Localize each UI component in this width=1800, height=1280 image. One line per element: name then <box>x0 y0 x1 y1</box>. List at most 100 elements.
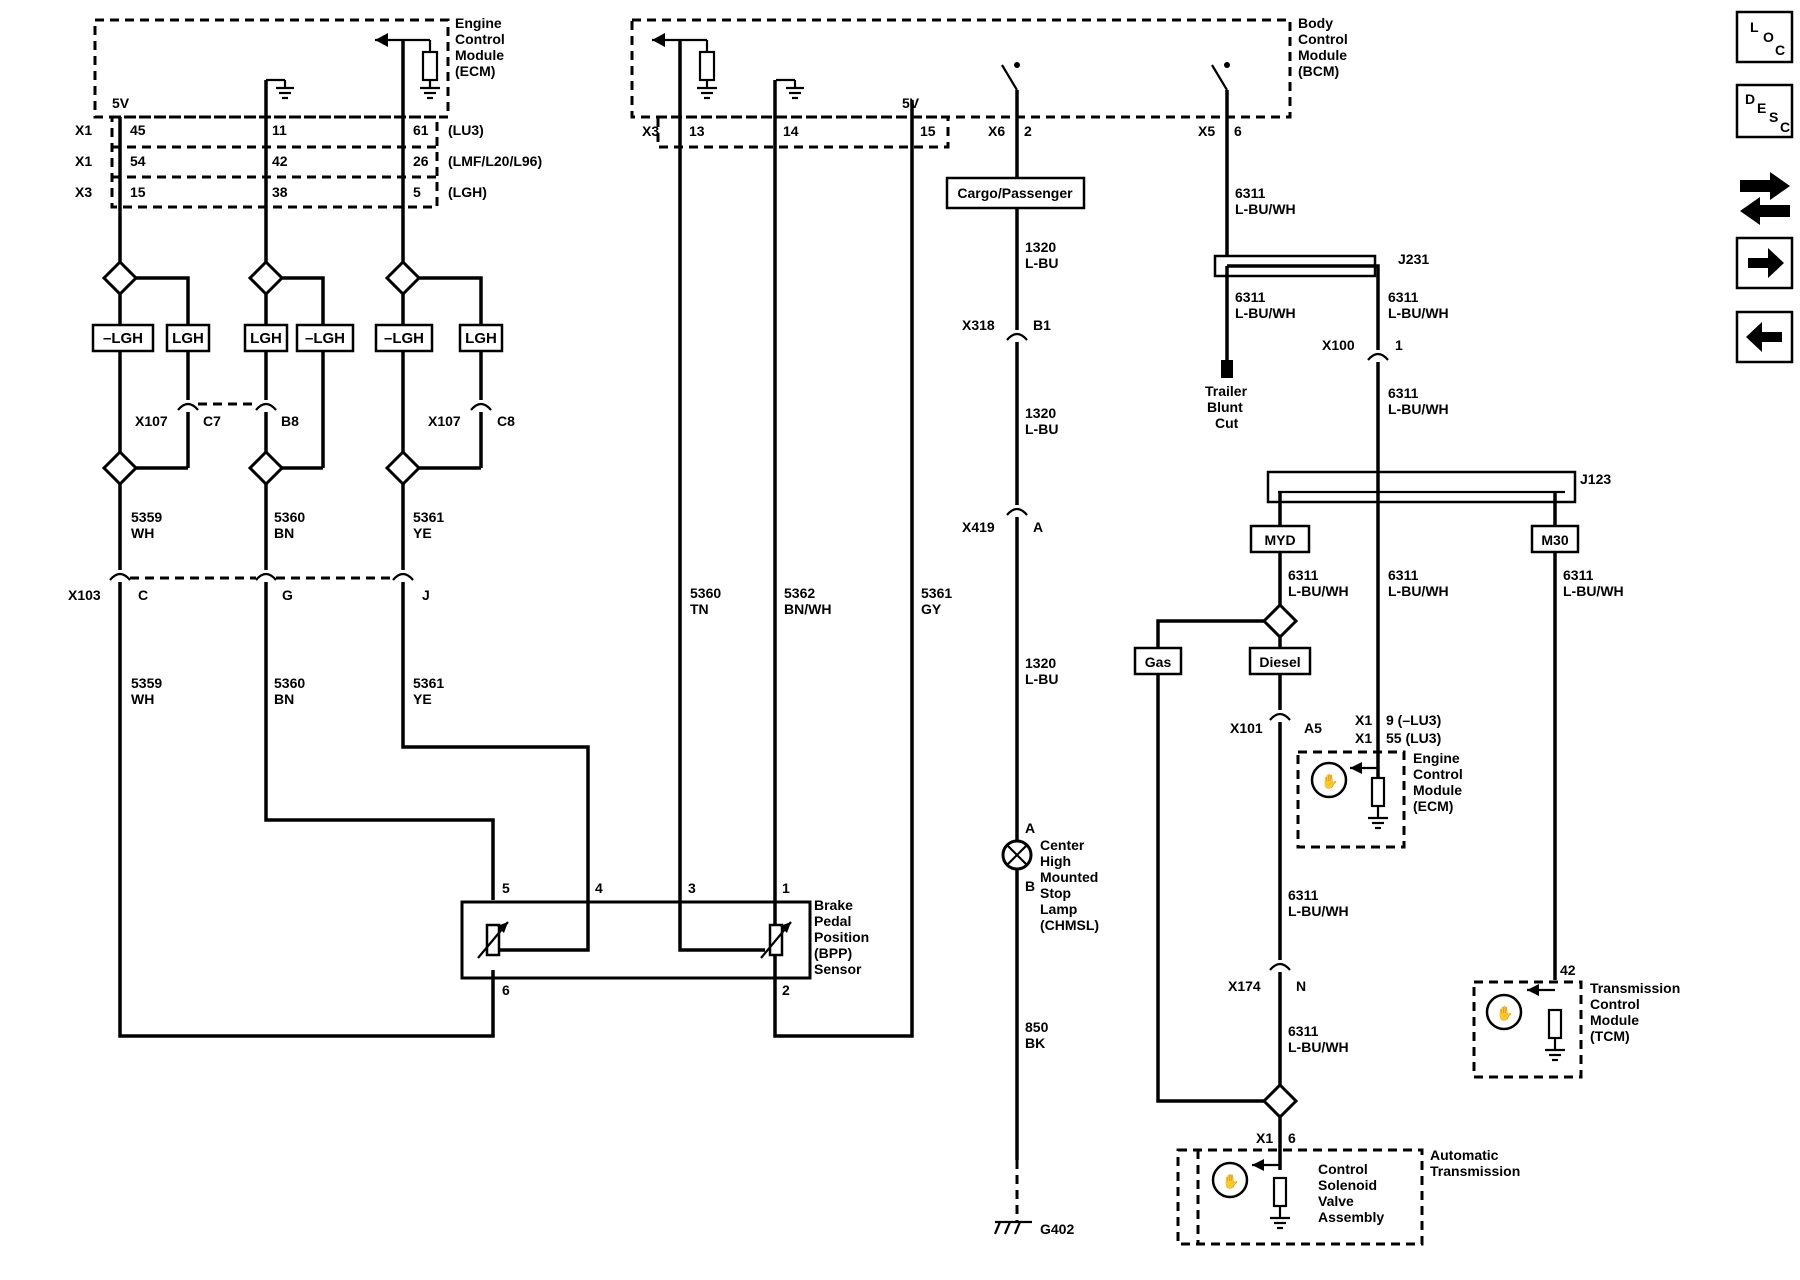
bcm-x3-label: X3 <box>642 123 659 139</box>
wire-6311-color-8: L-BU/WH <box>1288 903 1349 919</box>
nav-next-button[interactable] <box>1735 236 1794 290</box>
ecm-module: Engine Control Module (ECM) 5V X1 45 11 … <box>75 15 542 209</box>
wire-1320-num-3: 1320 <box>1025 655 1056 671</box>
wire-5361-color-2: YE <box>413 691 432 707</box>
option-diesel: Diesel <box>1259 654 1300 670</box>
hand-glyph-3: ✋ <box>1222 1173 1239 1189</box>
trans-conn: X1 <box>1256 1130 1273 1146</box>
trans-title-2: Transmission <box>1430 1163 1520 1179</box>
bpp-sensor: 5 4 3 1 6 2 Brake Pedal Position (BPP) S… <box>460 880 869 998</box>
trailer-label-2: Blunt <box>1207 399 1243 415</box>
bcm-title-4: (BCM) <box>1298 63 1339 79</box>
wire-5361-num-2: 5361 <box>413 675 444 691</box>
wire-5362-num: 5362 <box>784 585 815 601</box>
chmsl-label-1: Center <box>1040 837 1085 853</box>
option-not-lgh-3: –LGH <box>384 330 424 347</box>
wire-1320-color-2: L-BU <box>1025 421 1058 437</box>
ecm2-pin2: 55 (LU3) <box>1386 730 1441 746</box>
hand-glyph-1: ✋ <box>1321 773 1338 789</box>
tcm-module: 42 Transmission Control Module (TCM) ✋ <box>1472 962 1680 1079</box>
wire-6311-color-3: L-BU/WH <box>1388 305 1449 321</box>
ecm-row1-pin1: 45 <box>130 122 146 138</box>
wire-5359-num-2: 5359 <box>131 675 162 691</box>
nav-loc-button[interactable]: L O C <box>1735 10 1794 64</box>
wire-5361gy-color: GY <box>921 601 942 617</box>
wire-6311-num-7: 6311 <box>1563 567 1594 583</box>
chmsl-label-6: (CHMSL) <box>1040 917 1099 933</box>
chmsl-label-3: Mounted <box>1040 869 1098 885</box>
trans-label-2: Solenoid <box>1318 1177 1377 1193</box>
option-myd: MYD <box>1264 532 1295 548</box>
trans-pin: 6 <box>1288 1130 1296 1146</box>
lgh-option-boxes: –LGH LGH LGH –LGH –LGH LGH <box>91 323 504 353</box>
connector-icon <box>1740 172 1790 225</box>
trans-label-3: Valve <box>1318 1193 1354 1209</box>
desc-letter-d: D <box>1745 91 1755 107</box>
hand-icon <box>1211 1161 1249 1199</box>
bpp-pin-1: 1 <box>782 880 790 896</box>
ecm-row3-note: (LGH) <box>448 184 487 200</box>
chmsl-label-4: Stop <box>1040 885 1071 901</box>
option-m30: M30 <box>1541 532 1568 548</box>
nav-desc-button[interactable]: D E S C <box>1735 83 1794 139</box>
wire-850-color: BK <box>1025 1035 1045 1051</box>
wire-6311-num-1: 6311 <box>1235 185 1266 201</box>
chmsl-label-2: High <box>1040 853 1071 869</box>
x107-label-1: X107 <box>135 413 168 429</box>
ecm2-conn2: X1 <box>1355 730 1372 746</box>
x107-pin-c7: C7 <box>203 413 221 429</box>
splice-j123: J123 <box>1580 471 1611 487</box>
option-gas: Gas <box>1145 654 1172 670</box>
bpp-label-2: Pedal <box>814 913 851 929</box>
x174-pin: N <box>1296 978 1306 994</box>
arrow-right-icon <box>1748 248 1784 278</box>
x100-label: X100 <box>1322 337 1355 353</box>
ecm-row2-pin3: 26 <box>413 153 429 169</box>
wire-5359-color-2: WH <box>131 691 154 707</box>
wire-6311-color-4: L-BU/WH <box>1388 401 1449 417</box>
ecm2-label-1: Engine <box>1413 750 1460 766</box>
wire-5362-color: BN/WH <box>784 601 831 617</box>
wire-6311-num-6: 6311 <box>1388 567 1419 583</box>
bcm-title-3: Module <box>1298 47 1347 63</box>
bpp-pin-2: 2 <box>782 982 790 998</box>
trans-title-1: Automatic <box>1430 1147 1499 1163</box>
x419-pin: A <box>1033 519 1043 535</box>
bpp-wiring <box>118 582 590 1038</box>
x101-label: X101 <box>1230 720 1263 736</box>
bcm-pin-15: 15 <box>920 123 936 139</box>
tcm-label-3: Module <box>1590 1012 1639 1028</box>
bcm-to-bpp-wires: 5360 TN 5362 BN/WH 5361 GY <box>678 40 952 1038</box>
wire-5359-num-1: 5359 <box>131 509 162 525</box>
ecm2-label-4: (ECM) <box>1413 798 1453 814</box>
bcm-x5-label: X5 <box>1198 123 1215 139</box>
ecm-row1-note: (LU3) <box>448 122 484 138</box>
wire-5359-color-1: WH <box>131 525 154 541</box>
wire-6311-num-9: 6311 <box>1288 1023 1319 1039</box>
tcm-label-4: (TCM) <box>1590 1028 1630 1044</box>
bpp-label-1: Brake <box>814 897 853 913</box>
nav-connector-button[interactable] <box>1740 172 1790 225</box>
tcm-label-2: Control <box>1590 996 1640 1012</box>
ecm-row1-pin3: 61 <box>413 122 429 138</box>
wire-6311-color-7: L-BU/WH <box>1563 583 1624 599</box>
wire-6311-num-4: 6311 <box>1388 385 1419 401</box>
nav-prev-button[interactable] <box>1735 310 1794 364</box>
x103-pin-g: G <box>282 587 293 603</box>
trans-label-4: Assembly <box>1318 1209 1384 1225</box>
ecm-title-4: (ECM) <box>455 63 495 79</box>
wire-5360-color-1: BN <box>274 525 294 541</box>
bcm-x6-label: X6 <box>988 123 1005 139</box>
wire-5361-color-1: YE <box>413 525 432 541</box>
ecm2-label-3: Module <box>1413 782 1462 798</box>
option-lgh-1: LGH <box>172 330 204 347</box>
upper-splices <box>101 259 483 325</box>
desc-letter-s: S <box>1769 109 1778 125</box>
wire-6311-color-1: L-BU/WH <box>1235 201 1296 217</box>
wire-5360-num-1: 5360 <box>274 509 305 525</box>
bcm-module: Body Control Module (BCM) 5V X3 13 14 15… <box>630 15 1348 149</box>
wire-6311-num-3: 6311 <box>1388 289 1419 305</box>
ecm-row3-conn: X3 <box>75 184 92 200</box>
wire-5360tn-num: 5360 <box>690 585 721 601</box>
